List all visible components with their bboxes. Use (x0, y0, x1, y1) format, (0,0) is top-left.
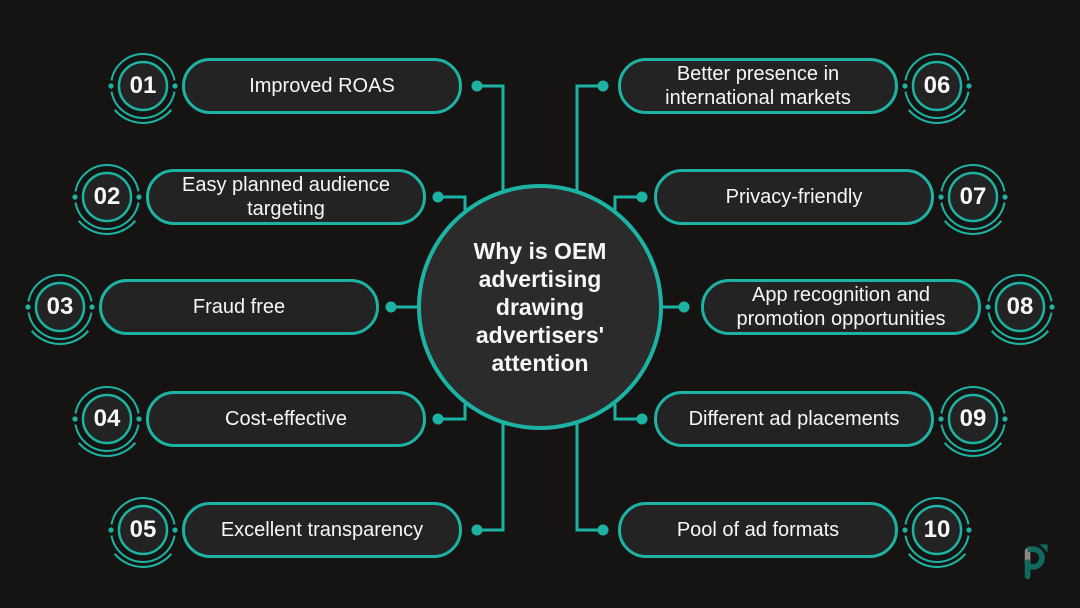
item-04-pill: Cost-effective (146, 391, 426, 447)
item-01-number: 01 (129, 72, 157, 99)
item-06-number: 06 (923, 72, 951, 99)
item-10-badge: 10 (899, 492, 975, 568)
item-05-label: Excellent transparency (220, 519, 424, 541)
item-10-number: 10 (923, 516, 951, 543)
item-10-label: Pool of ad formats (676, 519, 840, 541)
item-01-label: Improved ROAS (249, 75, 395, 97)
item-06-label: Better presence in international markets (665, 63, 851, 109)
item-05-badge: 05 (105, 492, 181, 568)
item-04-number: 04 (93, 405, 121, 432)
item-03-badge: 03 (22, 269, 98, 345)
center-topic-circle: Why is OEM advertising drawing advertise… (417, 184, 663, 430)
item-07-number: 07 (959, 183, 987, 210)
item-10-pill: Pool of ad formats (618, 502, 898, 558)
item-07-pill: Privacy-friendly (654, 169, 934, 225)
item-02-number: 02 (93, 183, 121, 210)
item-09-pill: Different ad placements (654, 391, 934, 447)
item-01-badge: 01 (105, 48, 181, 124)
item-03-number: 03 (46, 293, 74, 320)
item-08-pill: App recognition and promotion opportunit… (701, 279, 981, 335)
item-04-badge: 04 (69, 381, 145, 457)
p-arrow-logo-icon (1018, 540, 1050, 584)
item-03-label: Fraud free (192, 296, 286, 318)
item-07-badge: 07 (935, 159, 1011, 235)
item-08-badge: 08 (982, 269, 1058, 345)
item-05-number: 05 (129, 516, 157, 543)
item-09-badge: 09 (935, 381, 1011, 457)
item-04-label: Cost-effective (225, 408, 347, 430)
item-02-pill: Easy planned audience targeting (146, 169, 426, 225)
item-08-number: 08 (1006, 293, 1034, 320)
item-06-pill: Better presence in international markets (618, 58, 898, 114)
item-09-label: Different ad placements (688, 408, 900, 430)
item-02-badge: 02 (69, 159, 145, 235)
item-02-label: Easy planned audience targeting (182, 174, 390, 220)
center-title: Why is OEM advertising drawing advertise… (473, 238, 607, 376)
item-09-number: 09 (959, 405, 987, 432)
item-03-pill: Fraud free (99, 279, 379, 335)
item-06-badge: 06 (899, 48, 975, 124)
item-08-label: App recognition and promotion opportunit… (736, 284, 946, 330)
item-07-label: Privacy-friendly (725, 186, 863, 208)
item-01-pill: Improved ROAS (182, 58, 462, 114)
item-05-pill: Excellent transparency (182, 502, 462, 558)
